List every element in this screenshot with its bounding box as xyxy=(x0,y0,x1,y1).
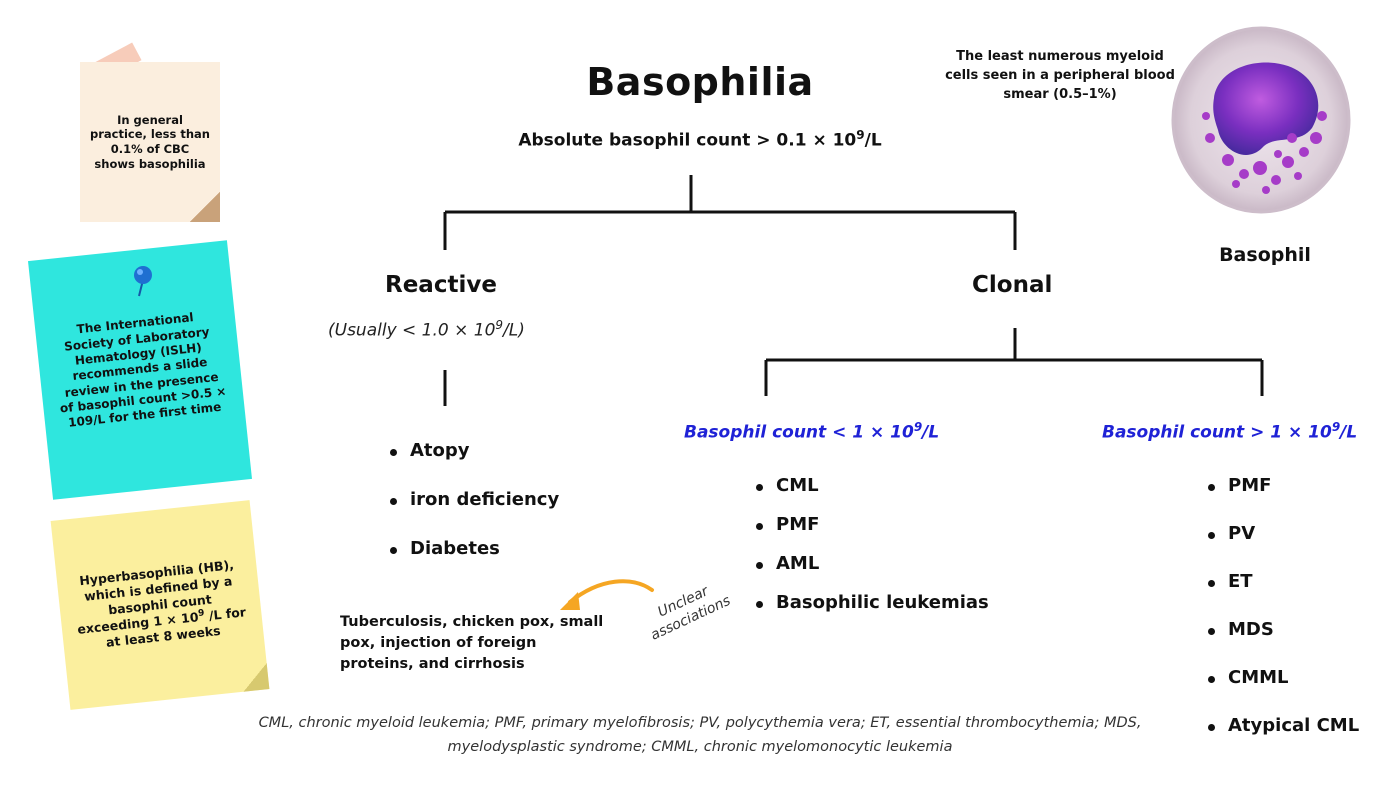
basophil-label: Basophil xyxy=(1219,244,1311,266)
sticky-note-hyperbasophilia: Hyperbasophilia (HB), which is defined b… xyxy=(50,500,270,710)
clonal-low-list: CML PMF AML Basophilic leukemias xyxy=(754,475,989,613)
list-item: PMF xyxy=(1206,475,1359,496)
list-item: CML xyxy=(754,475,989,496)
sticky-note-general: In general practice, less than 0.1% of C… xyxy=(80,62,220,222)
list-item: CMML xyxy=(1206,667,1359,688)
unclear-associations-text: Tuberculosis, chicken pox, small pox, in… xyxy=(340,614,604,673)
diagram-subtitle: Absolute basophil count > 0.1 × 109/L xyxy=(518,128,882,151)
curved-arrow-icon xyxy=(560,579,654,610)
clonal-high-condition: Basophil count > 1 × 109/L xyxy=(1102,420,1358,443)
least-numerous-note: The least numerous myeloid cells seen in… xyxy=(945,49,1175,102)
reactive-condition: (Usually < 1.0 × 109/L) xyxy=(328,318,525,341)
abbreviations-footnote: CML, chronic myeloid leukemia; PMF, prim… xyxy=(258,715,1142,755)
list-item: Diabetes xyxy=(388,538,559,559)
push-pin-icon xyxy=(134,266,152,297)
note-text: Hyperbasophilia (HB), which is defined b… xyxy=(76,557,247,650)
clonal-low-condition: Basophil count < 1 × 109/L xyxy=(684,420,940,443)
clonal-label: Clonal xyxy=(972,272,1053,298)
note-text: In general practice, less than 0.1% of C… xyxy=(90,112,210,171)
note-text: The International Society of Laboratory … xyxy=(59,310,227,431)
list-item: Atopy xyxy=(388,440,559,461)
list-item: ET xyxy=(1206,571,1359,592)
list-item: PV xyxy=(1206,523,1359,544)
list-item: Basophilic leukemias xyxy=(754,592,989,613)
list-item: Atypical CML xyxy=(1206,715,1359,736)
list-item: iron deficiency xyxy=(388,489,559,510)
basophil-cell-image xyxy=(1171,26,1351,214)
reactive-list: Atopy iron deficiency Diabetes xyxy=(388,440,559,559)
diagram-title: Basophilia xyxy=(586,60,814,104)
list-item: MDS xyxy=(1206,619,1359,640)
reactive-label: Reactive xyxy=(385,272,497,298)
list-item: AML xyxy=(754,553,989,574)
clonal-high-list: PMF PV ET MDS CMML Atypical CML xyxy=(1206,475,1359,736)
list-item: PMF xyxy=(754,514,989,535)
